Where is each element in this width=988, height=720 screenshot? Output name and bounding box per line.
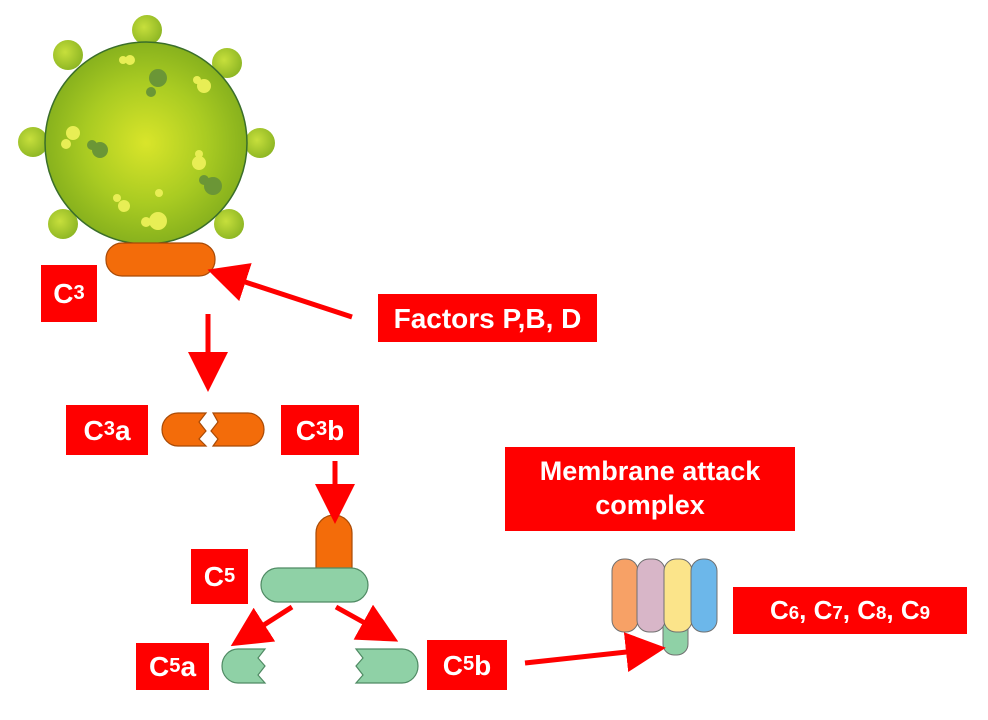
membrane-attack-complex: [611, 558, 718, 656]
c5b-fragment: [354, 648, 419, 684]
c3b-fragment: [210, 412, 265, 447]
mac-c7-subunit: [636, 558, 666, 633]
arrow-c5b-to-mac: [524, 632, 666, 672]
label-c9: C9: [900, 595, 931, 626]
c5a-fragment: [221, 648, 267, 684]
surface-antigens: [61, 55, 222, 230]
mac-c9-subunit: [690, 558, 718, 633]
c5-protein: [260, 567, 369, 603]
label-membrane-attack-complex: Membrane attack complex: [505, 447, 795, 531]
mac-c6-subunit: [611, 558, 639, 633]
mac-c8-subunit: [663, 558, 693, 633]
label-c6-c7-c8-c9: C6, C7, C8, C9: [733, 587, 967, 634]
pathogen-body: [44, 41, 248, 245]
arrow-factors-to-c3: [207, 263, 353, 320]
c3a-fragment: [161, 412, 208, 447]
label-c8: C8,: [857, 595, 901, 626]
label-c6: C6,: [769, 595, 814, 626]
label-c7: C7,: [813, 595, 858, 626]
surface-knobs: [18, 15, 275, 239]
pathogen-cell: [18, 15, 275, 245]
arrow-to-c5a: [230, 604, 294, 647]
arrow-to-c5b: [334, 604, 399, 642]
label-factors: Factors P,B, D: [378, 294, 597, 342]
c3-protein: [105, 242, 216, 277]
